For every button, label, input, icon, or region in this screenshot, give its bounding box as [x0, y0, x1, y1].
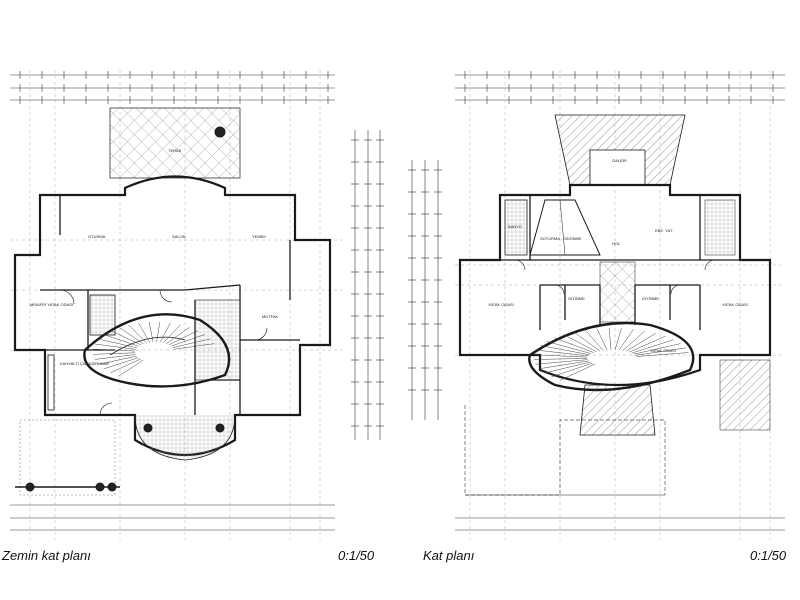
stair-tread [171, 334, 206, 347]
stair-tread [544, 361, 591, 374]
stair-tread [622, 330, 646, 351]
stair-tread [94, 354, 136, 360]
label-ebeveyn: EBE. YAT. [655, 228, 673, 233]
door-swings [514, 259, 716, 295]
label-oturma: OTURMA [88, 234, 106, 239]
label-yatak-right: YATAK ODASI [722, 302, 748, 307]
stair-tread [103, 357, 139, 370]
label-banyo: BANYO [508, 224, 522, 229]
stair-tread [98, 355, 137, 365]
label-yatak-left: YATAK ODASI [488, 302, 514, 307]
label-giyinme-left: GİYİNME [568, 296, 585, 301]
stair-tread [172, 338, 211, 348]
label-yemek: YEMEK [252, 234, 266, 239]
label-sofa: SOTURMA - GEZİNME [540, 236, 582, 241]
ground-floor-plan: TERAS OTURMA SALON YEMEK MİSAFİR YATAK O… [10, 70, 384, 540]
stair-tread [98, 338, 137, 348]
stair-tread [551, 362, 593, 378]
stair-tread [633, 343, 681, 355]
stair-tread [554, 337, 594, 353]
label-misafir: MİSAFİR YATAK ODASI [30, 302, 73, 307]
label-teras: TERAS [168, 148, 182, 153]
left-dimension-lines [411, 160, 439, 420]
stair-tread [159, 322, 171, 343]
stair-tread [148, 322, 154, 343]
stair-tread [596, 328, 608, 351]
stair-tread [636, 352, 689, 357]
label-salon: SALON [172, 234, 186, 239]
label-yatak-lower: YATAK ODASI [650, 348, 676, 353]
stair-tread [168, 330, 199, 346]
stair-tread [573, 331, 600, 352]
upper-floor-scale: 0:1/50 [750, 548, 787, 563]
upper-floor-plan: GALERİ BANYO SOTURMA - GEZİNME EBE. YAT.… [408, 70, 785, 540]
stair-tread [546, 341, 592, 354]
stair-tread [584, 329, 604, 351]
stair-tread [110, 358, 141, 374]
label-galeri: GALERİ [612, 158, 627, 163]
stair-tread [536, 349, 588, 357]
stair-tread [118, 359, 144, 377]
stair-tread [166, 326, 190, 344]
stair-tread [534, 354, 588, 358]
stair-tread [539, 360, 589, 369]
curved-staircase [528, 321, 695, 392]
stair-tread [163, 324, 181, 344]
bottom-dimension-lines [10, 504, 335, 531]
ground-floor-caption: Zemin kat planı [2, 548, 91, 563]
stair-tread [614, 328, 622, 351]
stair-tread [563, 334, 597, 352]
door-swings [59, 289, 268, 416]
outer-walls [13, 175, 332, 456]
stair-tread [635, 347, 686, 356]
ground-floor-scale: 0:1/50 [338, 548, 375, 563]
label-giyinme-right: GİYİNME [642, 296, 659, 301]
label-mutfak: MUTFAK [262, 314, 279, 319]
stair-tread [559, 363, 596, 381]
stair-tread [534, 358, 588, 360]
stair-tread [93, 348, 136, 352]
stair-tread [618, 329, 634, 351]
top-dimension-lines [10, 74, 335, 101]
stair-tread [608, 327, 612, 351]
stair-tread [156, 322, 161, 343]
right-dimension-lines [354, 130, 381, 440]
label-hol: HOL [612, 241, 621, 246]
stair-tread [625, 332, 656, 352]
stair-tread [540, 345, 590, 355]
stair-tread [174, 343, 215, 350]
top-dimension-lines [455, 74, 785, 101]
stair-tread [95, 343, 136, 350]
stair-tread [535, 359, 588, 365]
upper-floor-caption: Kat planı [423, 548, 475, 563]
stair-tread [104, 334, 139, 347]
label-kahvalti: KAHVALTI ÇAMAŞIRHANE [60, 361, 110, 366]
stair-tread [631, 339, 674, 354]
stair-tread [93, 352, 136, 355]
curved-staircase [83, 313, 231, 388]
bottom-dimension-lines [455, 517, 785, 531]
stair-tread [629, 335, 666, 353]
interior-walls [40, 195, 300, 415]
